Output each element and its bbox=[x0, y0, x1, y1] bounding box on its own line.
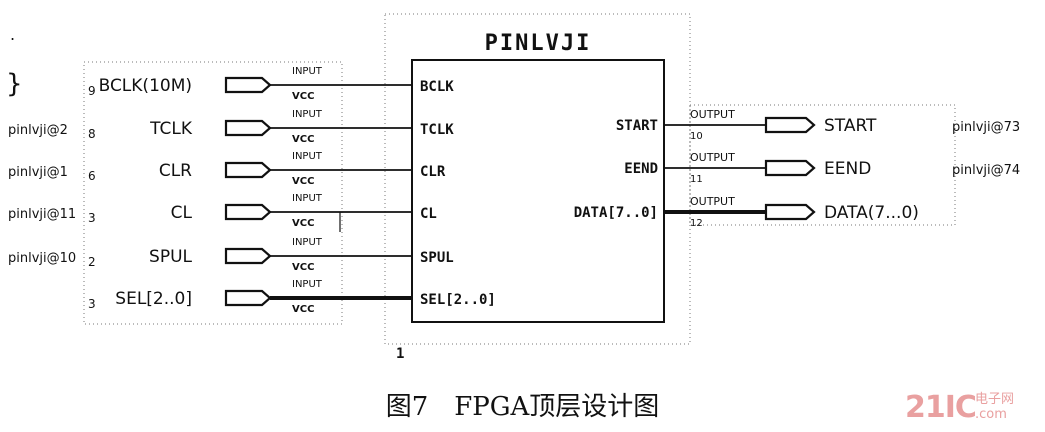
block-input-port: BCLK bbox=[420, 79, 454, 95]
input-pin-assign: pinlvji@1 bbox=[8, 165, 68, 180]
input-default-label: VCC bbox=[292, 134, 314, 145]
input-port-symbol bbox=[224, 247, 272, 265]
output-port-symbol bbox=[764, 159, 816, 177]
block-input-port: CL bbox=[420, 206, 437, 222]
block-input-port: CLR bbox=[420, 164, 446, 180]
input-pin-number: 2 bbox=[88, 255, 96, 269]
input-type-label: INPUT bbox=[292, 109, 323, 120]
input-port-symbol bbox=[224, 119, 272, 137]
margin-mark-dot: . bbox=[10, 25, 15, 44]
output-type-label: OUTPUT bbox=[690, 151, 735, 164]
output-signal-name: EEND bbox=[824, 159, 871, 179]
input-signal-name: CL bbox=[171, 203, 193, 223]
input-type-label: INPUT bbox=[292, 151, 323, 162]
output-port-symbol bbox=[764, 203, 816, 221]
output-type-label: OUTPUT bbox=[690, 195, 735, 208]
input-pin-number: 6 bbox=[88, 169, 96, 183]
input-pin-assign: pinlvji@2 bbox=[8, 123, 68, 138]
block-title: PINLVJI bbox=[485, 31, 592, 56]
input-signal-name: CLR bbox=[159, 161, 192, 181]
input-type-label: INPUT bbox=[292, 66, 323, 77]
input-port-symbol bbox=[224, 76, 272, 94]
input-default-label: VCC bbox=[292, 304, 314, 315]
input-dotted-frame bbox=[83, 61, 343, 325]
block-input-port: SPUL bbox=[420, 250, 454, 266]
output-port-symbol bbox=[764, 116, 816, 134]
block-output-port: START bbox=[616, 118, 658, 134]
input-default-label: VCC bbox=[292, 262, 314, 273]
watermark-sub-2: .com bbox=[975, 407, 1007, 422]
figure-caption: 图7 FPGA顶层设计图 bbox=[385, 392, 660, 422]
input-type-label: INPUT bbox=[292, 193, 323, 204]
input-port-symbol bbox=[224, 161, 272, 179]
watermark-sub: 电子网 .com bbox=[975, 392, 1014, 422]
input-pin-number: 9 bbox=[88, 84, 96, 98]
output-type-label: OUTPUT bbox=[690, 108, 735, 121]
input-pin-assign: pinlvji@10 bbox=[8, 251, 76, 266]
output-pin-number: 12 bbox=[690, 218, 703, 229]
block-output-port: DATA[7..0] bbox=[574, 205, 658, 221]
output-pin-number: 10 bbox=[690, 131, 703, 142]
input-pin-assign: pinlvji@11 bbox=[8, 207, 76, 222]
output-pin-number: 11 bbox=[690, 174, 703, 185]
block-instance-number: 1 bbox=[396, 346, 404, 362]
output-signal-name: START bbox=[824, 116, 877, 136]
output-pin-assign: pinlvji@74 bbox=[952, 163, 1020, 178]
block-dotted-frame bbox=[384, 13, 691, 345]
input-pin-number: 3 bbox=[88, 297, 96, 311]
input-default-label: VCC bbox=[292, 176, 314, 187]
output-pin-assign: pinlvji@73 bbox=[952, 120, 1020, 135]
input-default-label: VCC bbox=[292, 218, 314, 229]
output-dotted-frame bbox=[689, 104, 956, 226]
input-type-label: INPUT bbox=[292, 237, 323, 248]
input-port-symbol bbox=[224, 289, 272, 307]
watermark-sub-1: 电子网 bbox=[975, 392, 1015, 407]
input-signal-name: SPUL bbox=[149, 247, 192, 267]
input-signal-name: BCLK(10M) bbox=[99, 76, 192, 96]
pinlvji-block bbox=[411, 59, 665, 323]
input-default-label: VCC bbox=[292, 91, 314, 102]
input-signal-name: TCLK bbox=[149, 119, 193, 139]
input-signal-name: SEL[2..0] bbox=[115, 289, 192, 309]
watermark-logo: 21IC bbox=[905, 390, 977, 425]
input-type-label: INPUT bbox=[292, 279, 323, 290]
margin-mark-brace: } bbox=[6, 69, 23, 99]
input-pin-number: 3 bbox=[88, 211, 96, 225]
input-pin-number: 8 bbox=[88, 127, 96, 141]
input-port-symbol bbox=[224, 203, 272, 221]
output-signal-name: DATA(7...0) bbox=[824, 203, 919, 223]
block-input-port: TCLK bbox=[420, 122, 454, 138]
block-output-port: EEND bbox=[624, 161, 658, 177]
block-input-port: SEL[2..0] bbox=[420, 292, 496, 308]
